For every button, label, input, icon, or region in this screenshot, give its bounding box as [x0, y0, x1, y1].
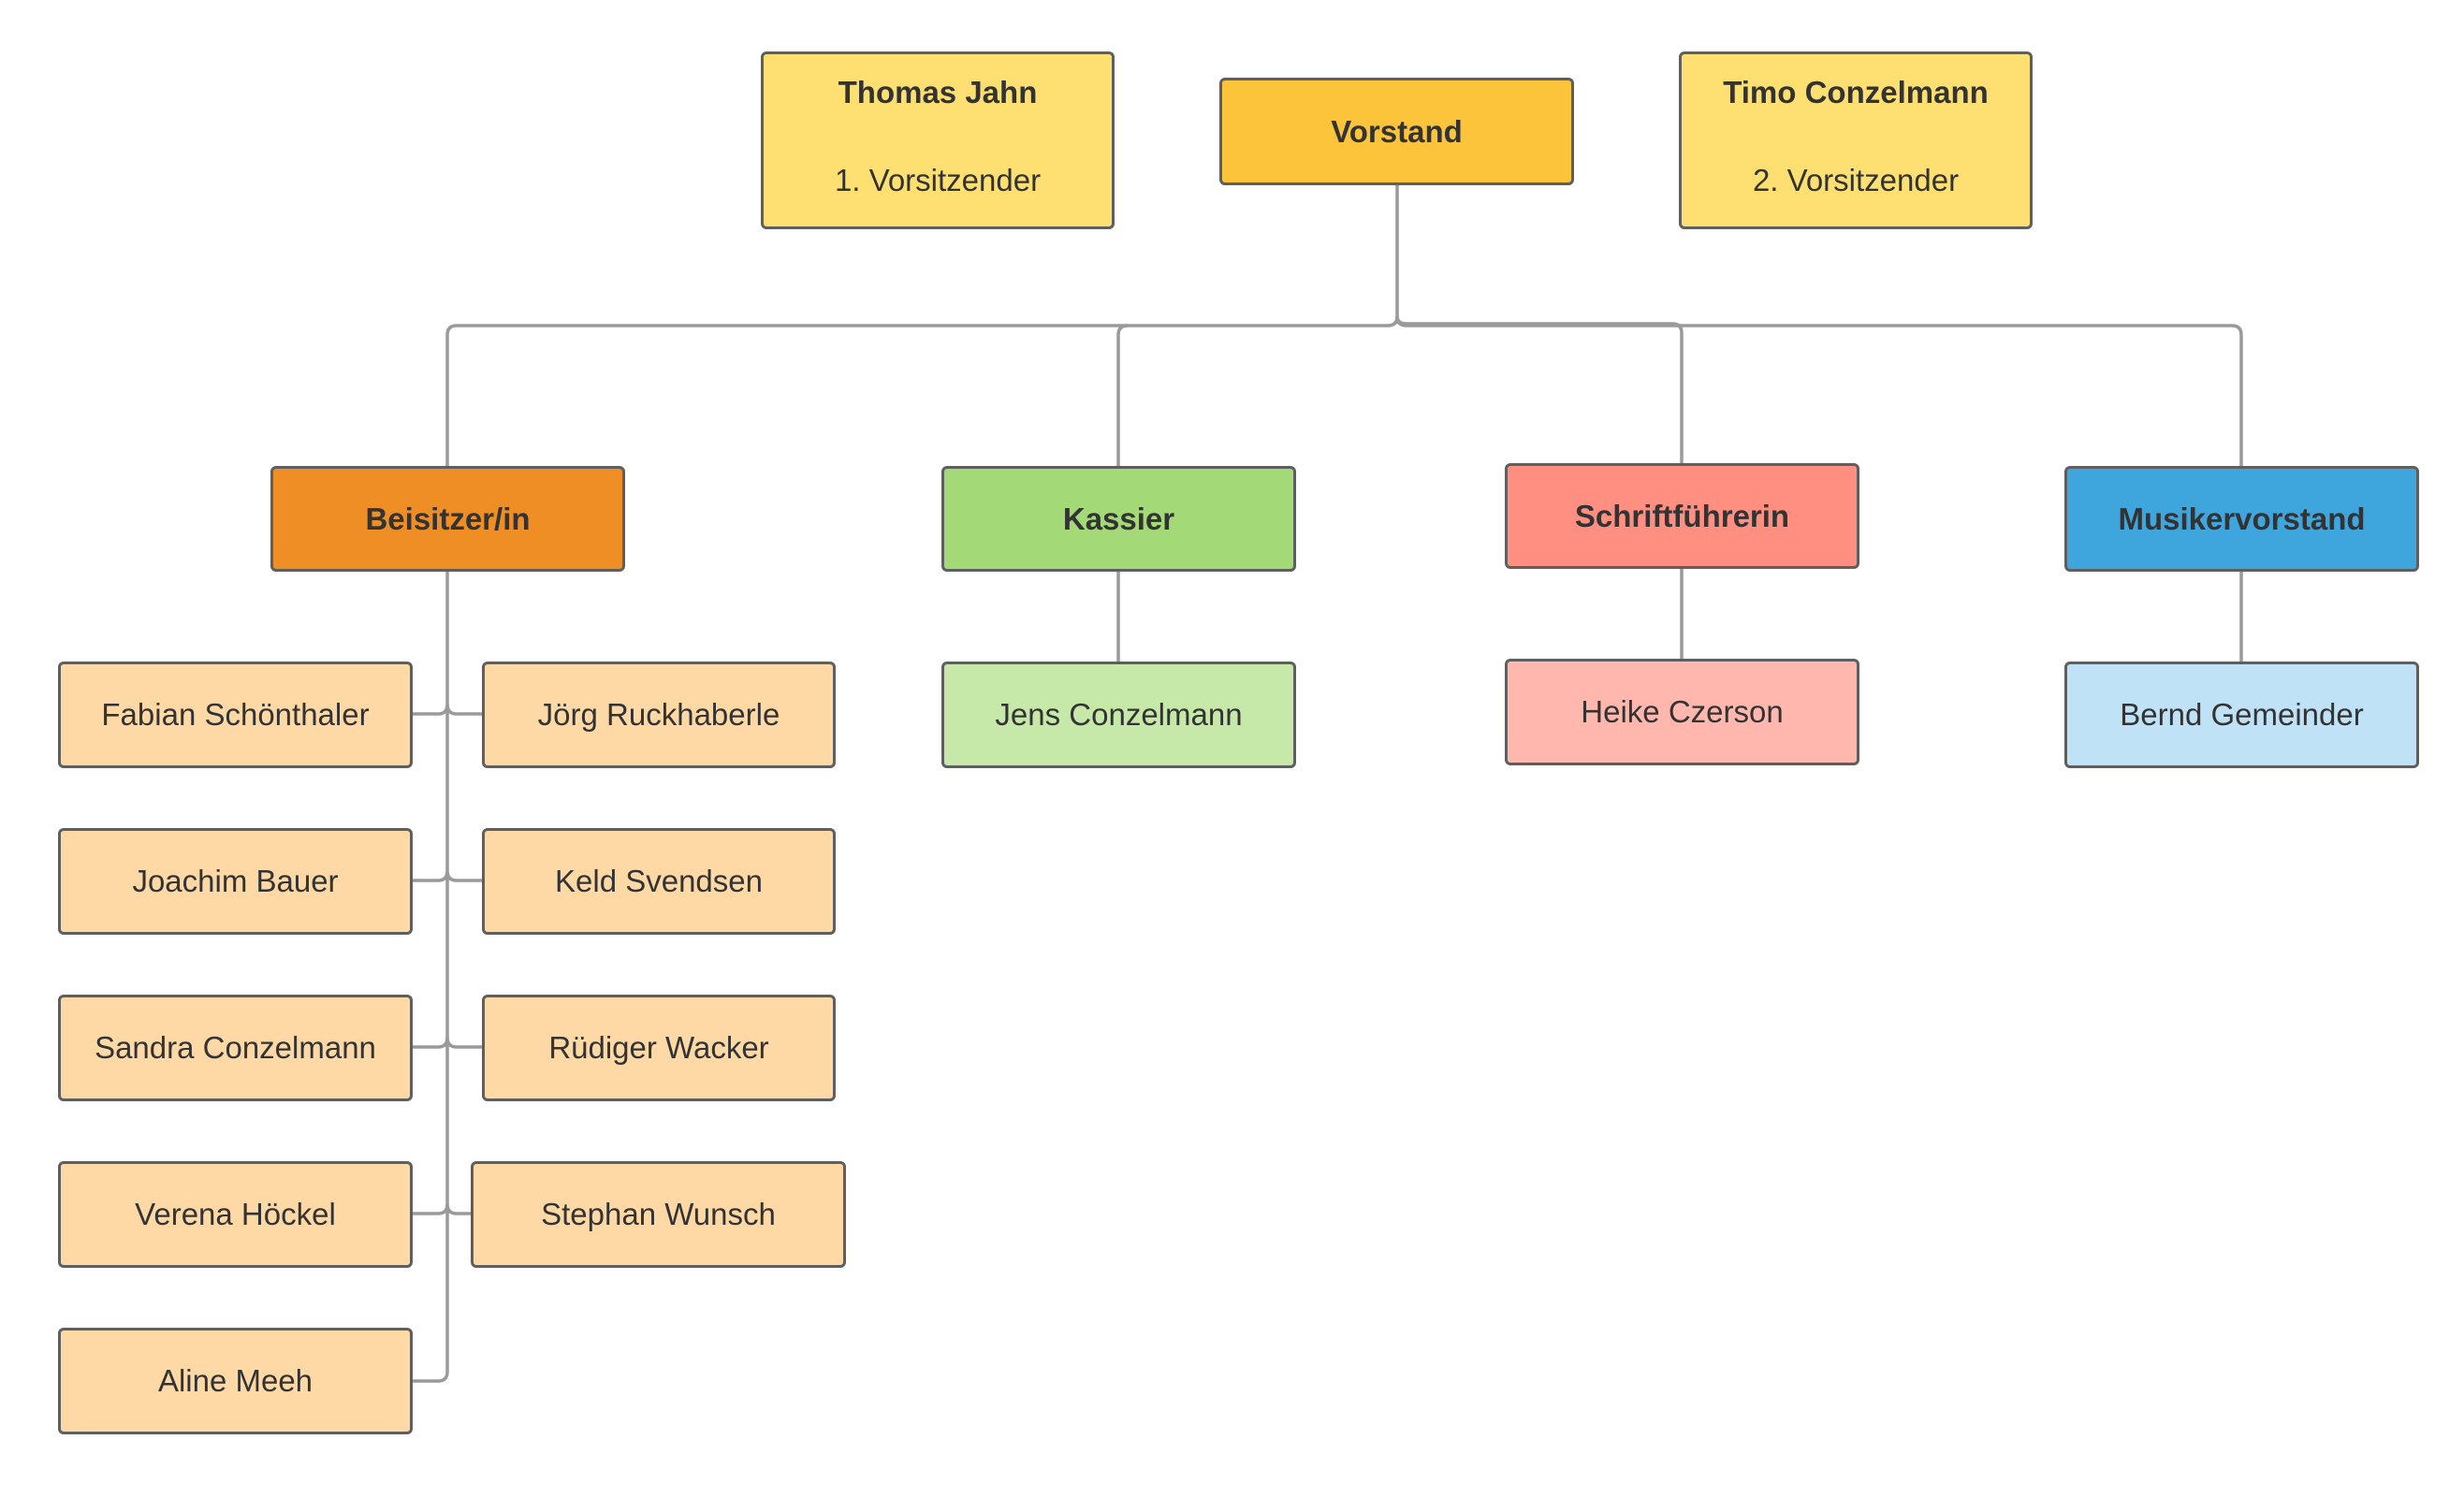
- musik-box[interactable]: Musikervorstand: [2064, 466, 2419, 572]
- chair2-role: 2. Vorsitzender: [1752, 163, 1960, 197]
- kassier-box[interactable]: Kassier: [941, 466, 1296, 572]
- musik-member-name: Bernd Gemeinder: [2120, 697, 2364, 732]
- connector-bus-right: [1395, 315, 1684, 334]
- chair2-box[interactable]: Timo Conzelmann 2. Vorsitzender: [1679, 51, 2033, 229]
- beisitzer-member-box[interactable]: Sandra Conzelmann: [58, 995, 413, 1101]
- schrift-member-box[interactable]: Heike Czerson: [1505, 659, 1859, 765]
- beisitzer-member-name: Sandra Conzelmann: [95, 1030, 376, 1065]
- beisitzer-member-name: Joachim Bauer: [132, 864, 339, 898]
- connector-beisitzer-spine: [413, 571, 449, 1383]
- connector-branch-3: [413, 1037, 482, 1049]
- kassier-member-box[interactable]: Jens Conzelmann: [941, 662, 1296, 768]
- beisitzer-member-box[interactable]: Rüdiger Wacker: [482, 995, 836, 1101]
- schrift-label: Schriftführerin: [1574, 498, 1790, 533]
- beisitzer-member-name: Verena Höckel: [135, 1197, 336, 1231]
- chair2-name: Timo Conzelmann: [1723, 75, 1989, 109]
- beisitzer-box[interactable]: Beisitzer/in: [270, 466, 625, 572]
- beisitzer-member-box[interactable]: Joachim Bauer: [58, 828, 413, 935]
- chair1-box[interactable]: Thomas Jahn 1. Vorsitzender: [761, 51, 1115, 229]
- schrift-member-name: Heike Czerson: [1581, 694, 1784, 729]
- beisitzer-member-box[interactable]: Verena Höckel: [58, 1161, 413, 1268]
- beisitzer-member-name: Jörg Ruckhaberle: [537, 697, 780, 732]
- beisitzer-member-name: Stephan Wunsch: [541, 1197, 776, 1231]
- vorstand-label: Vorstand: [1331, 113, 1463, 149]
- connector-branch-1: [413, 704, 482, 716]
- chair1-role: 1. Vorsitzender: [834, 163, 1042, 197]
- musik-label: Musikervorstand: [2118, 501, 2366, 536]
- beisitzer-member-name: Fabian Schönthaler: [101, 697, 370, 732]
- schrift-box[interactable]: Schriftführerin: [1505, 463, 1859, 569]
- kassier-member-name: Jens Conzelmann: [995, 697, 1243, 732]
- beisitzer-member-box[interactable]: Stephan Wunsch: [471, 1161, 846, 1268]
- beisitzer-member-box[interactable]: Fabian Schönthaler: [58, 662, 413, 768]
- chair1-name: Thomas Jahn: [838, 75, 1038, 109]
- musik-member-box[interactable]: Bernd Gemeinder: [2064, 662, 2419, 768]
- connector-bus: [445, 315, 2243, 336]
- beisitzer-member-name: Aline Meeh: [157, 1363, 313, 1398]
- beisitzer-member-name: Rüdiger Wacker: [548, 1030, 769, 1065]
- connector-branch-2: [413, 870, 482, 882]
- beisitzer-member-box[interactable]: Keld Svendsen: [482, 828, 836, 935]
- beisitzer-member-name: Keld Svendsen: [555, 864, 763, 898]
- beisitzer-member-box[interactable]: Aline Meeh: [58, 1328, 413, 1434]
- vorstand-box[interactable]: Vorstand: [1219, 78, 1574, 185]
- connector-kassier: [1116, 324, 1129, 468]
- connector-branch-4: [413, 1203, 471, 1215]
- beisitzer-label: Beisitzer/in: [365, 501, 531, 536]
- kassier-label: Kassier: [1062, 501, 1175, 536]
- beisitzer-member-box[interactable]: Jörg Ruckhaberle: [482, 662, 836, 768]
